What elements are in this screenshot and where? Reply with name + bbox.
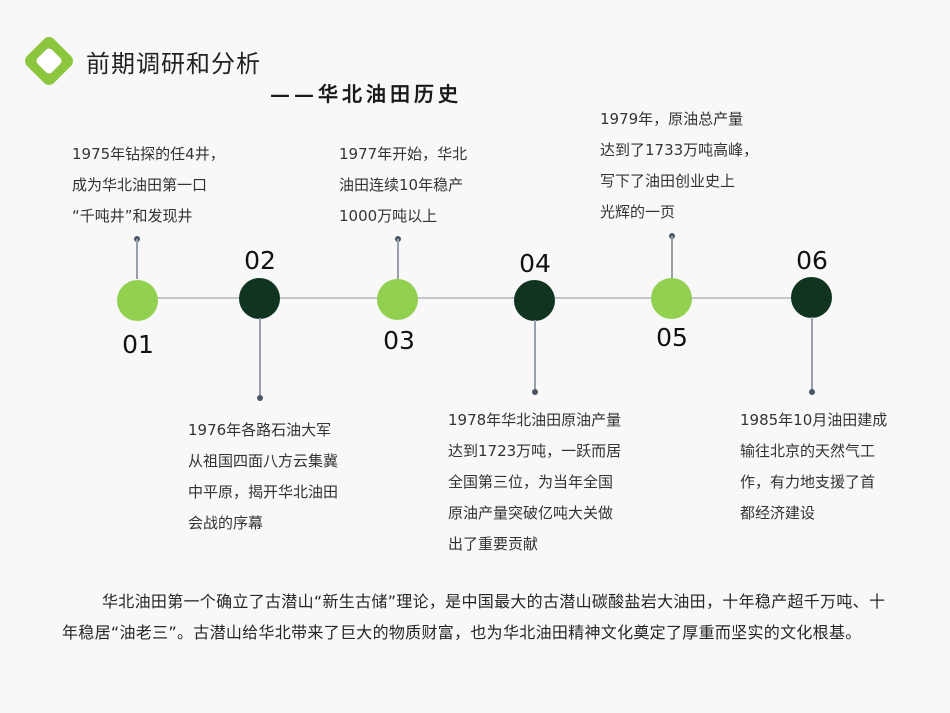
summary-paragraph: 华北油田第一个确立了古潜山“新生古储”理论，是中国最大的古潜山碳酸盐岩大油田，十… bbox=[62, 592, 886, 642]
event-05-description: 1979年，原油总产量 达到了1733万吨高峰， 写下了油田创业史上 光辉的一页 bbox=[600, 110, 759, 221]
green-diamond-icon bbox=[22, 34, 76, 88]
event-04-node bbox=[514, 280, 555, 321]
page-subtitle: ——华北油田历史 bbox=[270, 82, 462, 106]
event-02-pin-dot bbox=[257, 395, 263, 401]
event-01-number: 01 bbox=[122, 330, 154, 359]
page-title: 前期调研和分析 bbox=[86, 50, 261, 78]
event-03-description: 1977年开始，华北 油田连续10年稳产 1000万吨以上 bbox=[339, 145, 468, 225]
event-04-connector bbox=[534, 320, 536, 392]
event-06-node bbox=[791, 277, 832, 318]
logo-inner bbox=[34, 46, 64, 76]
event-06-number: 06 bbox=[796, 246, 828, 275]
event-05-node bbox=[651, 278, 692, 319]
timeline-axis bbox=[137, 297, 812, 299]
event-03-number: 03 bbox=[383, 326, 415, 355]
event-02-connector bbox=[259, 318, 261, 398]
event-01-connector bbox=[136, 239, 138, 279]
event-03-node bbox=[377, 279, 418, 320]
event-01-description: 1975年钻探的任4井， 成为华北油田第一口 “千吨井”和发现井 bbox=[72, 145, 225, 225]
event-06-pin-dot bbox=[809, 389, 815, 395]
event-06-description: 1985年10月油田建成 输往北京的天然气工 作，有力地支援了首 都经济建设 bbox=[740, 411, 888, 522]
event-06-connector bbox=[811, 317, 813, 392]
event-04-number: 04 bbox=[519, 249, 551, 278]
event-05-number: 05 bbox=[656, 323, 688, 352]
event-02-number: 02 bbox=[244, 246, 276, 275]
event-04-pin-dot bbox=[532, 389, 538, 395]
event-05-connector bbox=[671, 236, 673, 278]
event-01-node bbox=[117, 280, 158, 321]
event-04-description: 1978年华北油田原油产量 达到1723万吨，一跃而居 全国第三位，为当年全国 … bbox=[448, 411, 622, 553]
event-02-description: 1976年各路石油大军 从祖国四面八方云集冀 中平原，揭开华北油田 会战的序幕 bbox=[188, 421, 339, 532]
event-02-node bbox=[239, 278, 280, 319]
event-03-connector bbox=[397, 239, 399, 279]
